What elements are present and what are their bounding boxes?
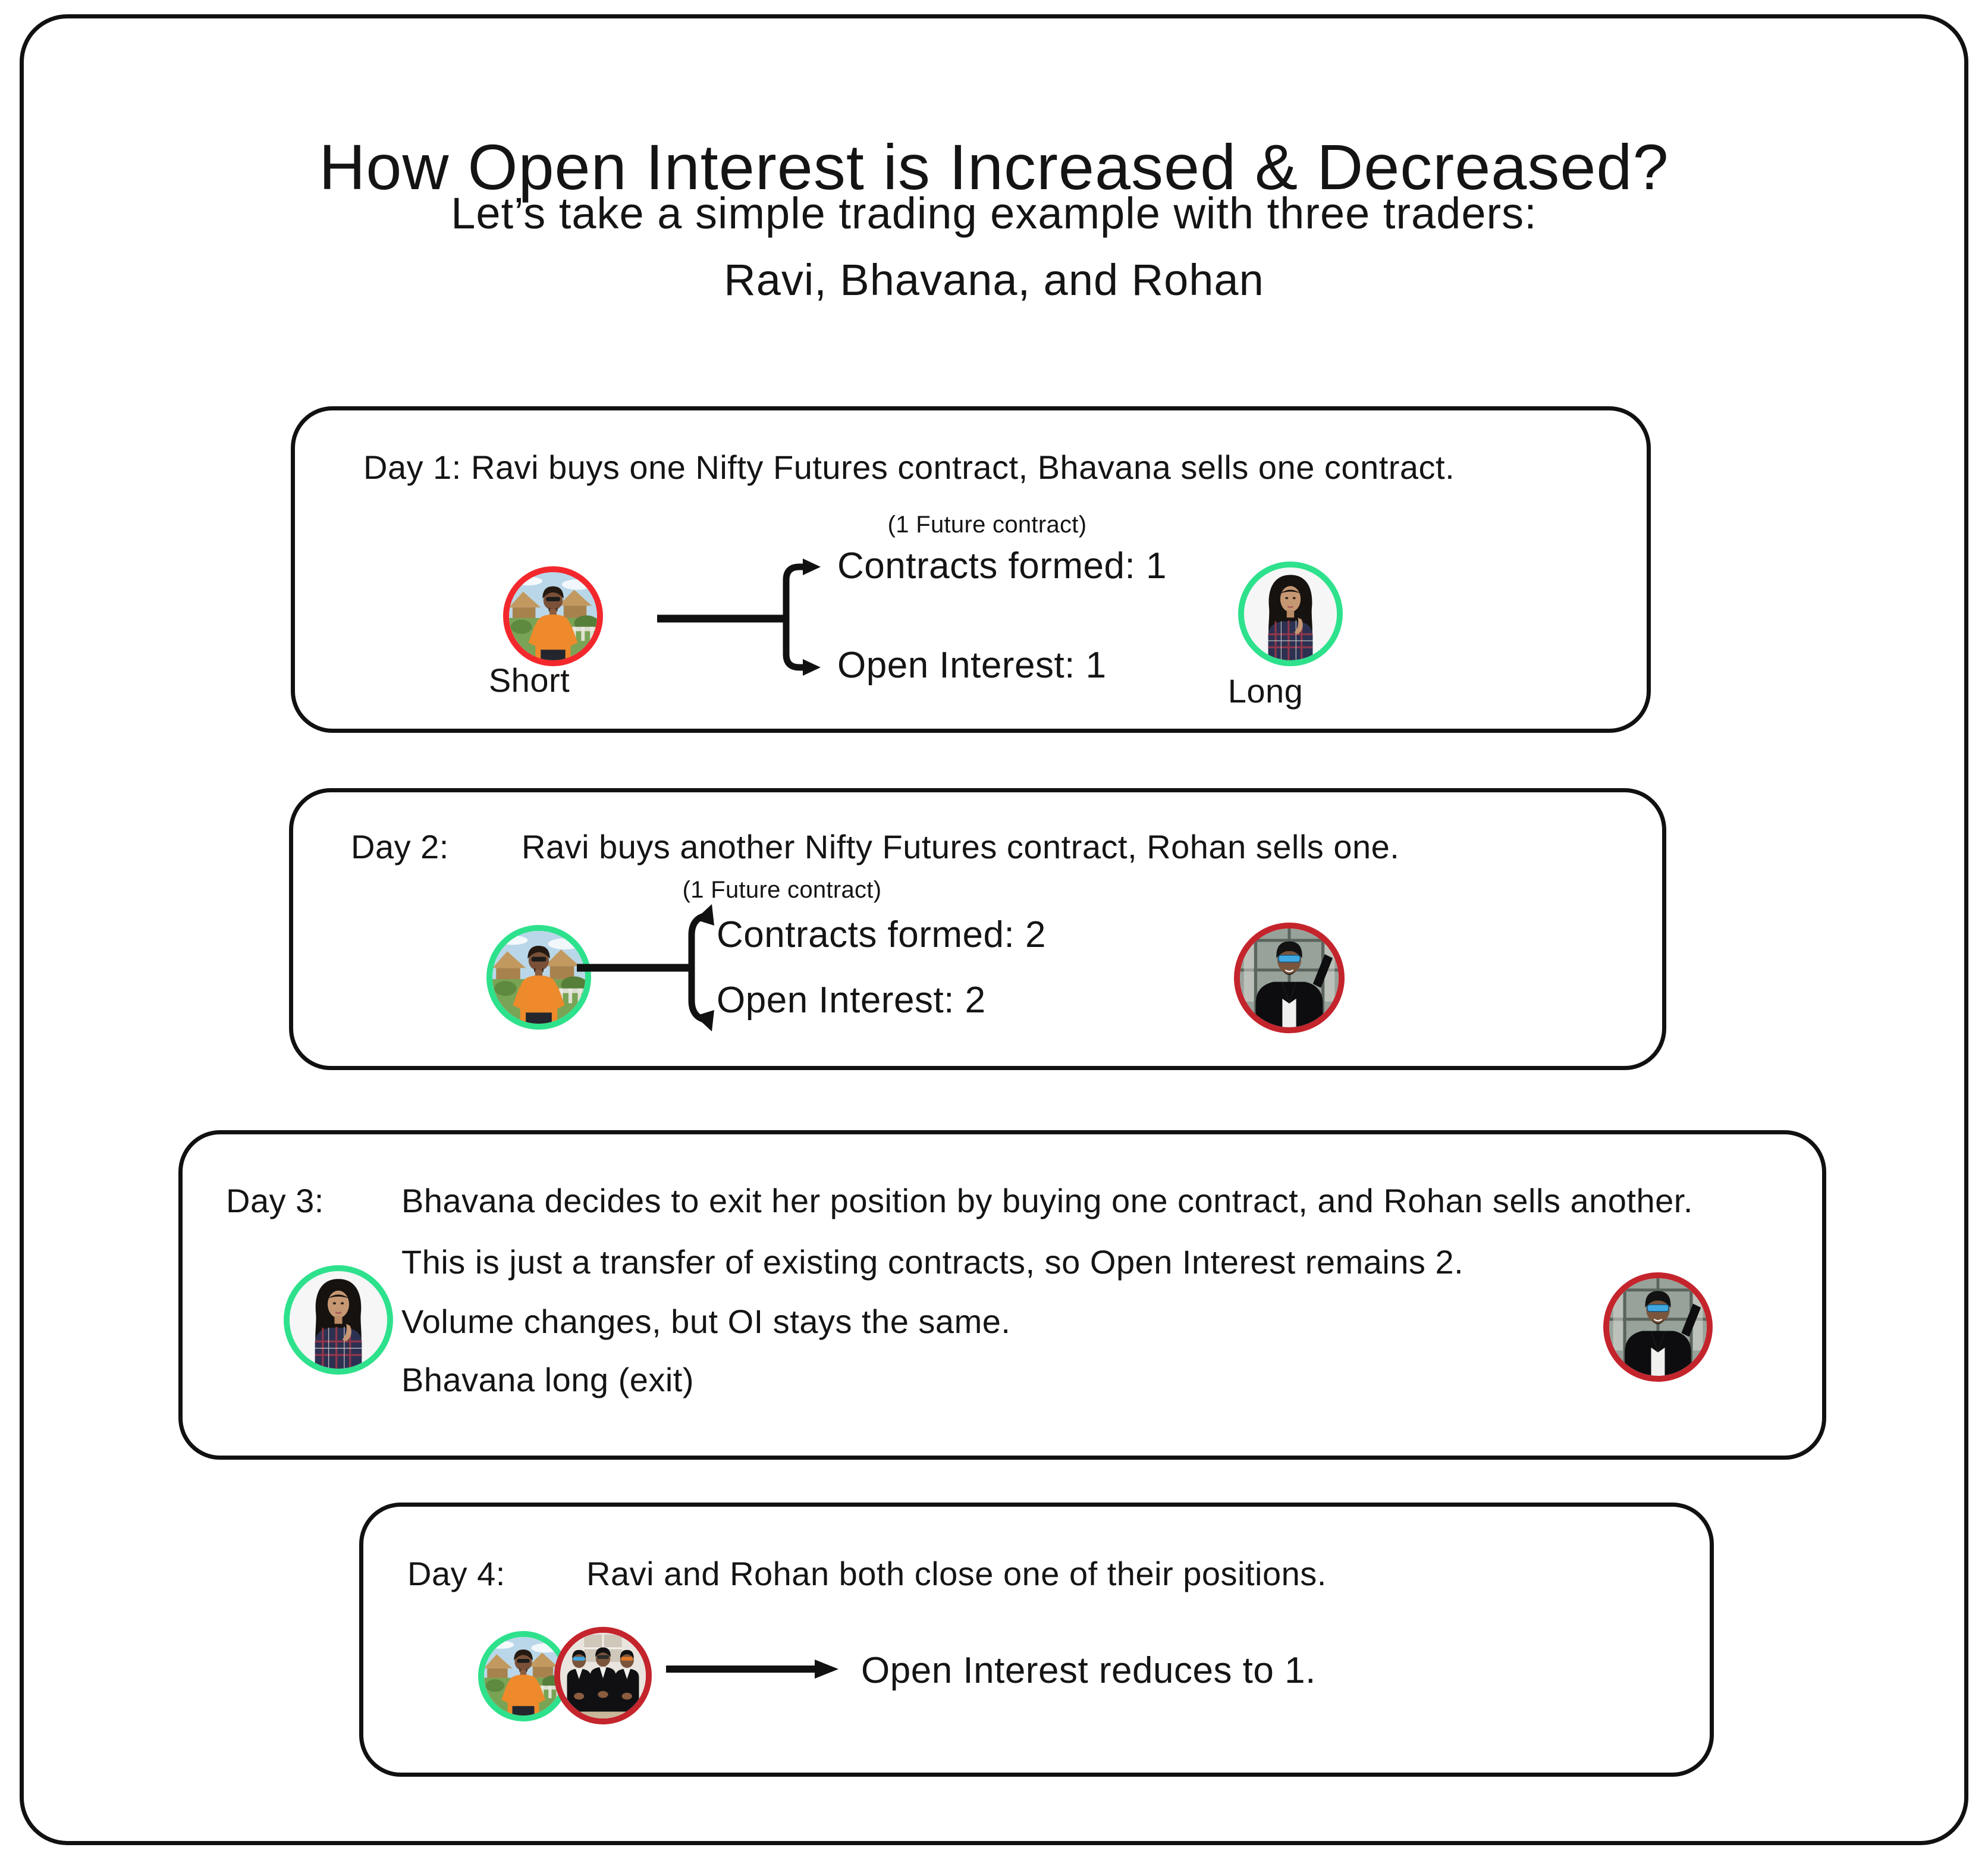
subtitle-line-2: Ravi, Bhavana, and Rohan [724,255,1264,305]
day4-label: Day 4: [407,1555,505,1592]
day3-box [178,1130,1826,1460]
ravi-photo-image [509,572,597,660]
branch-top-line [688,912,705,968]
branch-arrow-top-icon [695,904,714,926]
avatar-bhavana-day3 [284,1265,393,1375]
avatar-bhavana-day1 [1238,562,1343,666]
avatar-ravi-day2 [486,925,591,1030]
rohan-group-photo-image [560,1633,646,1718]
day3-line-1: Bhavana decides to exit her position by … [401,1182,1693,1219]
branch-bottom-line [688,968,705,1023]
avatar-ravi-day1 [503,566,603,666]
branch-arrow-bottom-icon [803,659,821,676]
day3-line-2: This is just a transfer of existing cont… [401,1243,1464,1281]
day1-long-label: Long [1227,672,1304,710]
day3-line-3: Volume changes, but OI stays the same. [401,1303,1011,1340]
day2-branch-connector [577,904,714,1031]
day4-result: Open Interest reduces to 1. [861,1650,1316,1691]
avatar-rohan-day3 [1603,1272,1713,1382]
day4-headline: Ravi and Rohan both close one of their p… [586,1555,1327,1592]
page-title: How Open Interest is Increased & Decreas… [319,131,1669,203]
day1-note: (1 Future contract) [887,512,1087,538]
branch-bottom-line [783,619,804,671]
outer-border-frame [20,14,1968,1845]
day2-headline: Ravi buys another Nifty Futures contract… [522,828,1400,865]
day1-branch-connector [657,559,821,676]
day2-label: Day 2: [351,828,449,865]
day1-box [291,406,1651,733]
avatar-rohan-day2 [1234,923,1345,1033]
bhavana-photo-image [1244,567,1337,660]
ravi-photo-image [484,1637,563,1715]
day2-note: (1 Future contract) [682,877,882,903]
day2-open-interest: Open Interest: 2 [717,980,986,1021]
day1-headline: Ravi buys one Nifty Futures contract, Bh… [471,448,1455,486]
bhavana-photo-image [290,1271,387,1369]
branch-arrow-top-icon [803,559,821,575]
avatar-ravi-day4 [478,1631,569,1721]
day1-short-label: Short [488,661,570,699]
day4-arrow-connector [666,1660,838,1679]
day3-label: Day 3: [226,1182,324,1219]
day1-open-interest: Open Interest: 1 [837,645,1107,686]
branch-arrow-bottom-icon [695,1010,714,1031]
subtitle-line-1: Let’s take a simple trading example with… [451,189,1537,238]
branch-top-line [783,563,804,619]
arrow-right-icon [815,1660,838,1679]
day1-contracts-formed: Contracts formed: 1 [837,545,1167,586]
day4-box [359,1503,1714,1777]
avatar-rohan-group-day4 [554,1627,652,1724]
rohan-photo-image [1609,1278,1707,1376]
rohan-photo-image [1240,929,1339,1027]
day1-label: Day 1: [363,448,461,486]
day3-line-4: Bhavana long (exit) [401,1361,695,1398]
day2-contracts-formed: Contracts formed: 2 [717,914,1046,955]
